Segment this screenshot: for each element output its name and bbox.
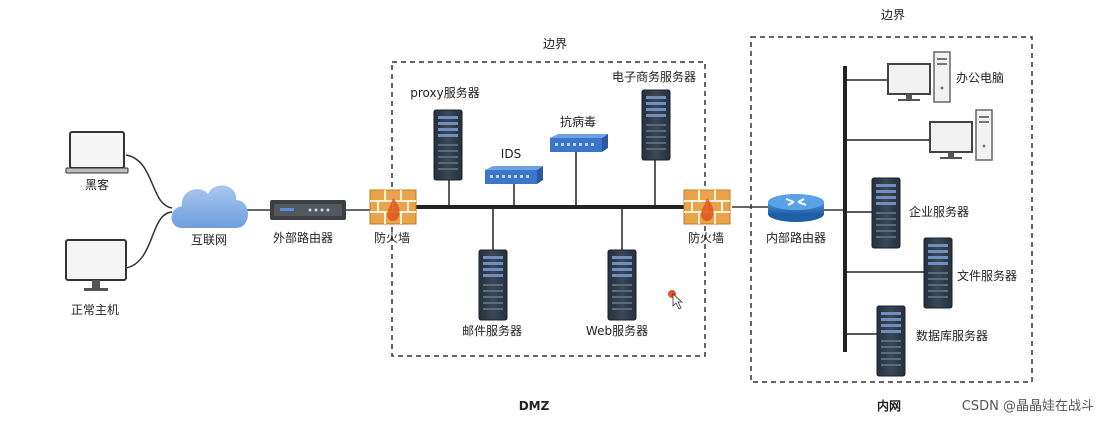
monitor-icon xyxy=(65,239,127,291)
proxy-server-icon xyxy=(433,109,463,181)
intranet-border-label: 边界 xyxy=(881,8,905,22)
database-server-label: 数据库服务器 xyxy=(916,328,988,343)
web-server-icon xyxy=(607,249,637,321)
ecommerce-server-icon xyxy=(641,89,671,161)
connection-lines xyxy=(125,154,845,269)
hacker-label: 黑客 xyxy=(85,177,109,192)
firewall-right-label: 防火墙 xyxy=(688,230,724,245)
external-router-icon xyxy=(270,200,346,220)
intranet-drops xyxy=(845,79,930,335)
file-server-label: 文件服务器 xyxy=(957,268,1017,283)
database-server-icon xyxy=(876,305,906,377)
laptop-icon xyxy=(65,131,129,174)
normal-host-label: 正常主机 xyxy=(71,303,119,317)
internet-label: 互联网 xyxy=(191,233,227,247)
firewall-right-icon xyxy=(683,189,731,225)
ids-switch-icon xyxy=(485,166,543,184)
cloud-icon xyxy=(171,185,248,228)
csdn-watermark: CSDN @晶晶娃在战斗 xyxy=(962,399,1094,414)
office-pc-label: 办公电脑 xyxy=(956,70,1004,85)
enterprise-server-icon xyxy=(871,177,901,249)
dmz-zone-label: DMZ xyxy=(519,399,550,413)
enterprise-server-label: 企业服务器 xyxy=(909,204,969,219)
mail-server-icon xyxy=(478,249,508,321)
firewall-left-icon xyxy=(369,189,417,225)
ids-label: IDS xyxy=(501,147,521,161)
office-pc-icon xyxy=(887,51,951,103)
ecommerce-server-label: 电子商务服务器 xyxy=(612,69,696,84)
internal-router-icon xyxy=(768,194,824,222)
antivirus-switch-icon xyxy=(550,134,608,152)
intranet-zone-label: 内网 xyxy=(877,398,901,413)
intranet-border-box xyxy=(750,36,1033,383)
file-server-icon xyxy=(923,237,953,309)
internal-router-label: 内部路由器 xyxy=(766,230,826,245)
proxy-server-label: proxy服务器 xyxy=(410,85,479,100)
firewall-left-label: 防火墙 xyxy=(374,230,410,245)
antivirus-label: 抗病毒 xyxy=(560,114,596,129)
dmz-border-label: 边界 xyxy=(543,37,567,51)
web-server-label: Web服务器 xyxy=(586,323,648,338)
desktop-pc-icon xyxy=(929,109,993,161)
mail-server-label: 邮件服务器 xyxy=(462,323,522,338)
external-router-label: 外部路由器 xyxy=(273,230,333,245)
dmz-drops xyxy=(448,152,656,250)
mouse-cursor-icon xyxy=(668,290,684,310)
